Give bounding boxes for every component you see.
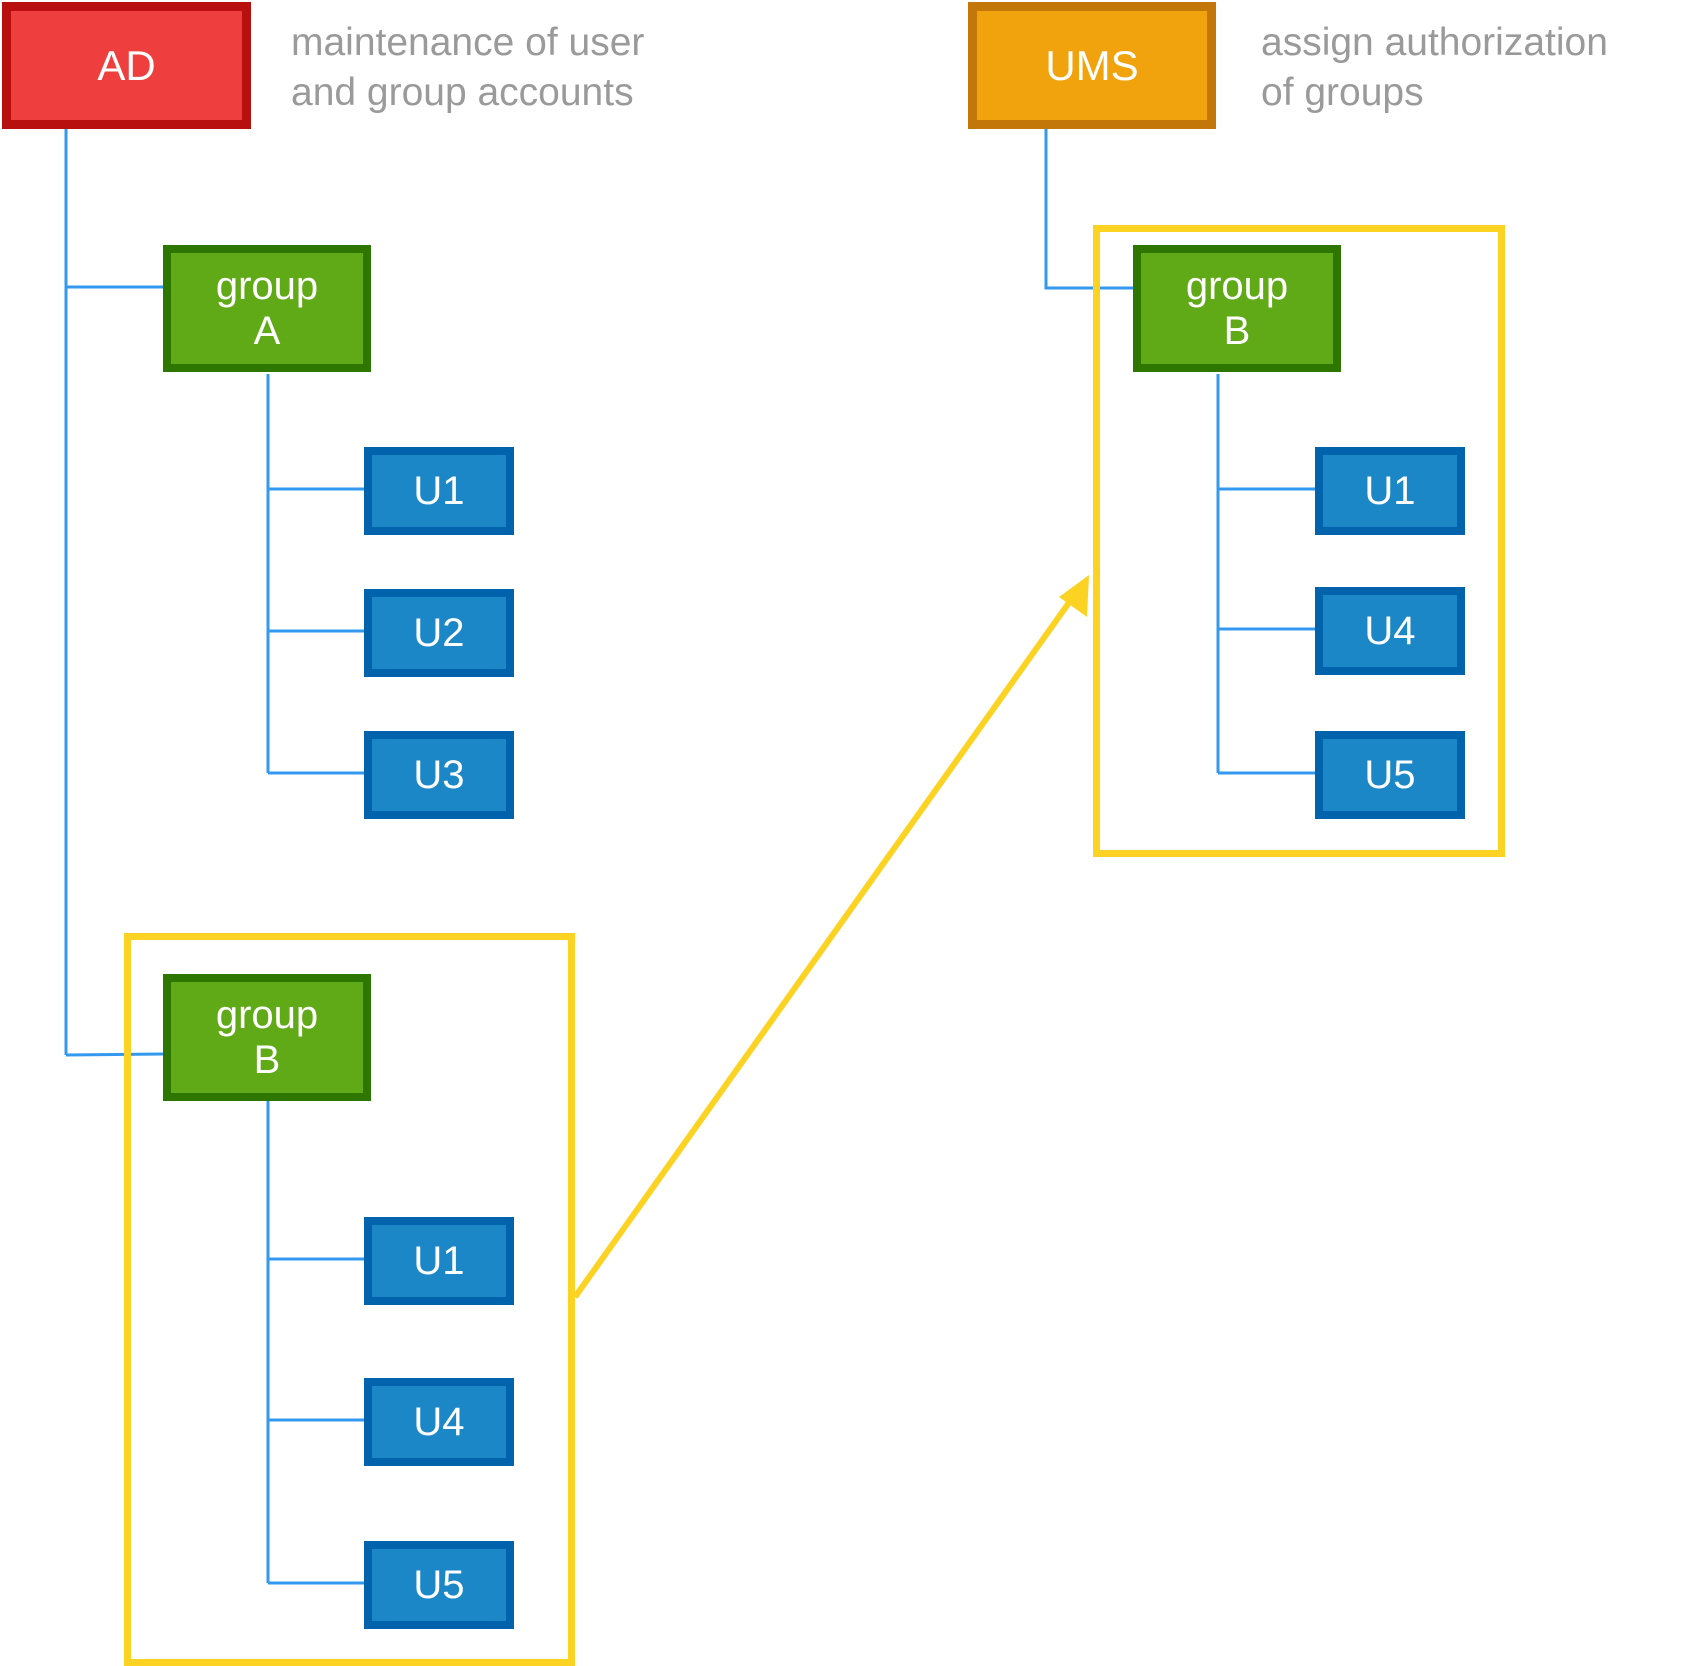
group-a-label-line-2: A bbox=[253, 308, 281, 353]
ums-description-line-2: of groups bbox=[1261, 71, 1424, 114]
ad-group-b-user-u1: U1 bbox=[364, 1217, 514, 1305]
ums-system-box: UMS bbox=[968, 2, 1216, 129]
transfer-arrow-line bbox=[572, 595, 1076, 1299]
ad-group-b-user-u4: U4 bbox=[364, 1378, 514, 1466]
ad-group-b-user-u5: U5 bbox=[364, 1541, 514, 1629]
user-label: U4 bbox=[413, 1399, 465, 1444]
user-label: U4 bbox=[1364, 608, 1416, 653]
user-label: U1 bbox=[1364, 468, 1416, 513]
ad-description-line-1: maintenance of user bbox=[291, 21, 645, 64]
ums-group-b-user-u5: U5 bbox=[1315, 731, 1465, 819]
group-a-user-u1: U1 bbox=[364, 447, 514, 535]
ums-group-b-user-u1: U1 bbox=[1315, 447, 1465, 535]
ad-group-b-label-line-1: group bbox=[215, 992, 319, 1037]
ums-group-b-user-u4: U4 bbox=[1315, 587, 1465, 675]
user-label: U5 bbox=[413, 1562, 465, 1607]
user-label: U1 bbox=[413, 468, 465, 513]
ums-label: UMS bbox=[1045, 41, 1139, 89]
ad-system-box: AD bbox=[2, 2, 251, 129]
ums-group-b-highlight-box bbox=[1093, 225, 1505, 857]
ad-label: AD bbox=[97, 41, 156, 89]
transfer-arrow-head bbox=[1059, 575, 1089, 617]
ums-group-b-label-line-2: B bbox=[1223, 308, 1251, 353]
ums-group-b-label-line-1: group bbox=[1185, 263, 1289, 308]
group-a-user-u2: U2 bbox=[364, 589, 514, 677]
user-label: U5 bbox=[1364, 752, 1416, 797]
user-label: U1 bbox=[413, 1238, 465, 1283]
ad-description-line-2: and group accounts bbox=[291, 71, 634, 114]
ad-group-b-box: group B bbox=[163, 974, 371, 1101]
ums-description: assign authorization of groups bbox=[1261, 18, 1608, 118]
ums-group-b-box: group B bbox=[1133, 245, 1341, 372]
ad-description: maintenance of user and group accounts bbox=[291, 18, 644, 118]
ad-group-b-label-line-2: B bbox=[253, 1037, 281, 1082]
user-label: U3 bbox=[413, 752, 465, 797]
group-a-box: group A bbox=[163, 245, 371, 372]
user-label: U2 bbox=[413, 610, 465, 655]
group-a-user-u3: U3 bbox=[364, 731, 514, 819]
group-a-label-line-1: group bbox=[215, 263, 319, 308]
ums-description-line-1: assign authorization bbox=[1261, 21, 1608, 64]
